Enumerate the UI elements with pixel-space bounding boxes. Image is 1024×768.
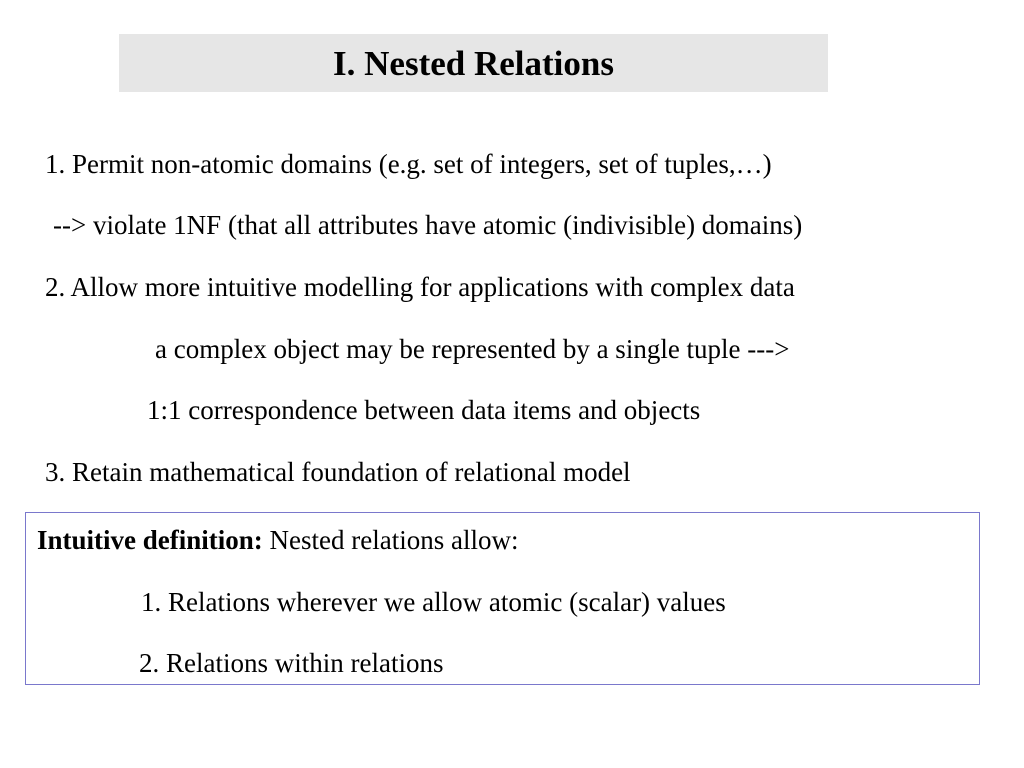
- definition-text: Nested relations allow:: [262, 525, 519, 555]
- definition-box: Intuitive definition: Nested relations a…: [25, 512, 980, 685]
- definition-label: Intuitive definition:: [37, 525, 263, 555]
- slide-title-bar: I. Nested Relations: [119, 34, 828, 92]
- point-2: 2. Allow more intuitive modelling for ap…: [45, 272, 795, 302]
- definition-heading: Intuitive definition: Nested relations a…: [37, 527, 518, 554]
- point-2-detail: a complex object may be represented by a…: [155, 334, 790, 364]
- definition-item-1: 1. Relations wherever we allow atomic (s…: [141, 587, 726, 617]
- point-3: 3. Retain mathematical foundation of rel…: [45, 457, 631, 487]
- point-2-correspondence: 1:1 correspondence between data items an…: [147, 395, 701, 425]
- slide-title: I. Nested Relations: [333, 43, 614, 83]
- point-1: 1. Permit non-atomic domains (e.g. set o…: [45, 149, 772, 179]
- point-1-consequence: --> violate 1NF (that all attributes hav…: [53, 210, 803, 240]
- definition-item-2: 2. Relations within relations: [139, 648, 444, 678]
